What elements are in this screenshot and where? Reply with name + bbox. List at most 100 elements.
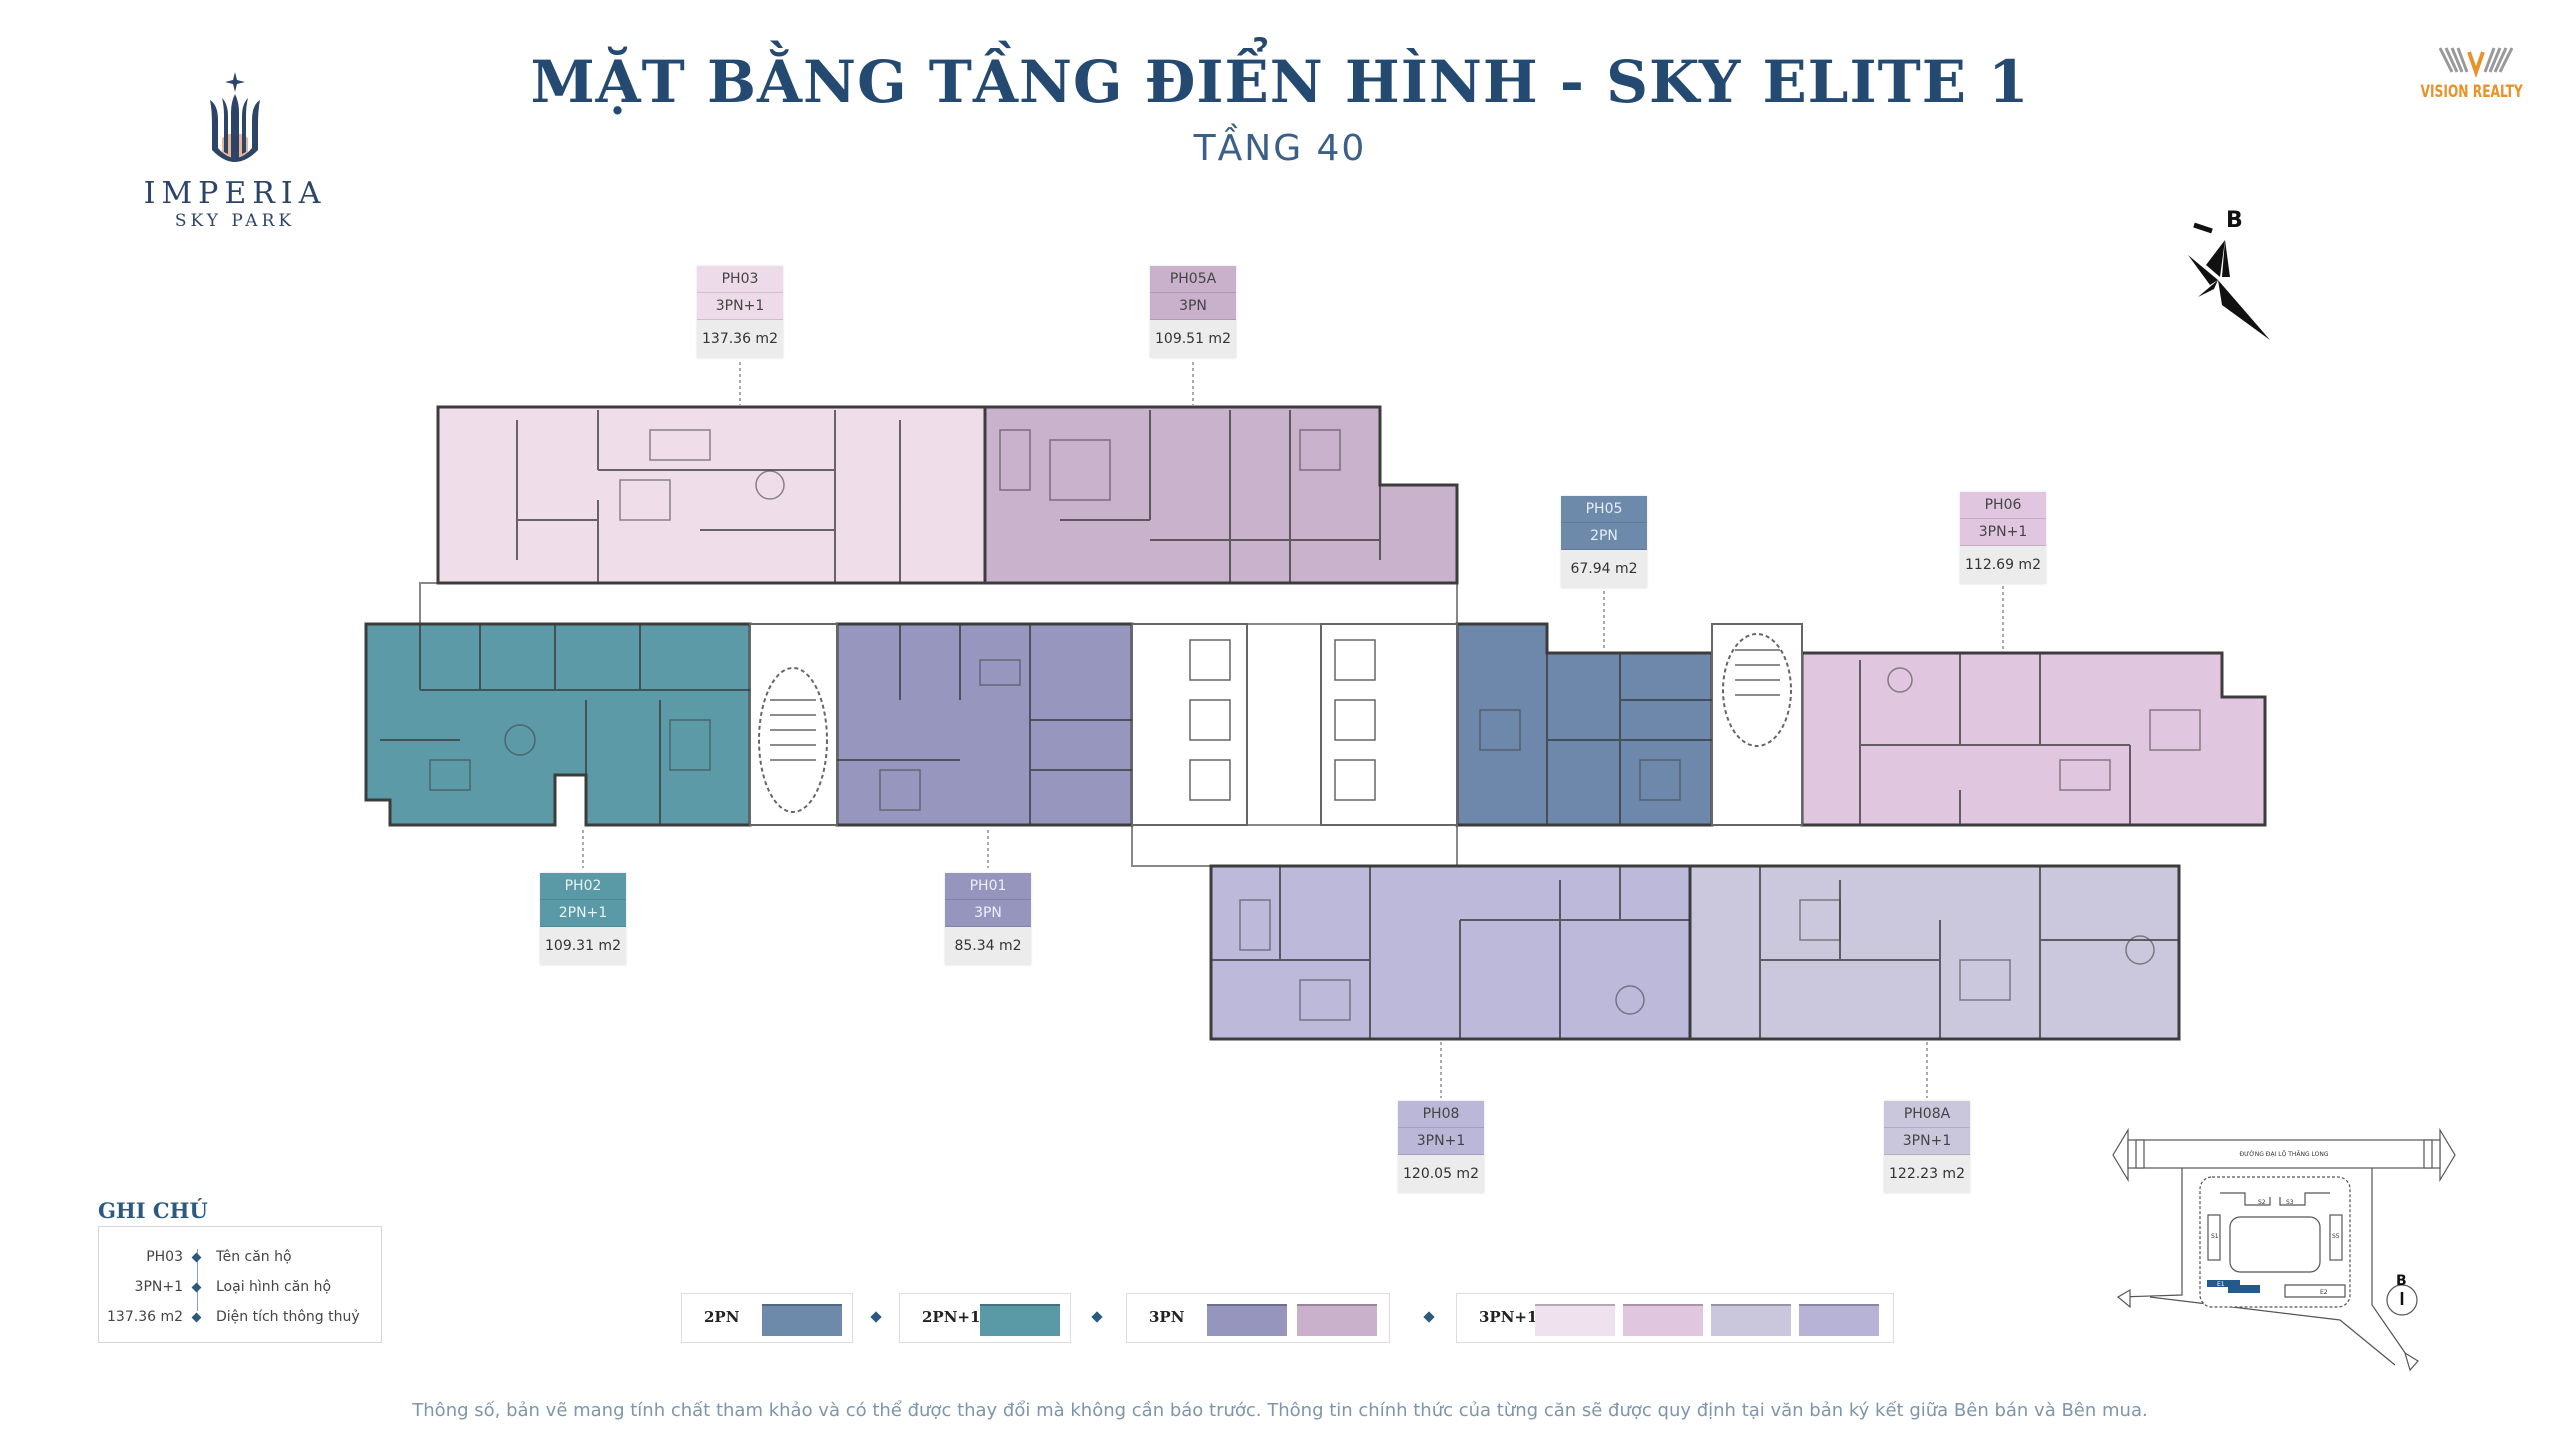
unit-type: 3PN+1 [1960, 519, 2046, 546]
unit-id: PH06 [1960, 492, 2046, 519]
legend-swatch [1297, 1304, 1377, 1336]
unit-label-ph08a[interactable]: PH08A 3PN+1 122.23 m2 [1884, 1101, 1970, 1193]
wings-icon [2438, 47, 2513, 79]
compass-icon: B [2188, 208, 2270, 340]
imperia-emblem-icon [210, 72, 260, 162]
building-label: E1 [2217, 1281, 2225, 1288]
unit-area: 112.69 m2 [1960, 546, 2046, 584]
legend-swatch [980, 1304, 1060, 1336]
building-e1-highlight [2207, 1280, 2260, 1293]
road-arrow-se-icon [2403, 1351, 2419, 1372]
road-arrow-left-icon [2112, 1127, 2129, 1183]
legend-2pn1: 2PN+1 [899, 1293, 1071, 1343]
legend-label: 3PN [1149, 1308, 1185, 1326]
unit-label-ph06[interactable]: PH06 3PN+1 112.69 m2 [1960, 492, 2046, 584]
legend-label: 2PN+1 [922, 1308, 981, 1326]
unit-ph08[interactable] [1209, 864, 1692, 1041]
unit-id: PH01 [945, 873, 1031, 900]
legend-3pn: 3PN [1126, 1293, 1390, 1343]
unit-area: 120.05 m2 [1398, 1155, 1484, 1193]
unit-type: 2PN+1 [540, 900, 626, 927]
unit-ph05a[interactable] [983, 405, 1459, 585]
unit-ph01[interactable] [835, 622, 1134, 827]
logo-sub: SKY PARK [174, 211, 296, 231]
interior-walls [380, 410, 2179, 1039]
notes-row: 3PN+1 Loại hình căn hộ [99, 1279, 381, 1299]
unit-label-ph05[interactable]: PH05 2PN 67.94 m2 [1561, 496, 1647, 588]
road-arrow-sw-icon [2116, 1288, 2131, 1309]
legend-swatch [1799, 1304, 1879, 1336]
minimap-north-label: B [2396, 1273, 2407, 1289]
unit-area: 109.51 m2 [1150, 320, 1236, 358]
unit-area: 122.23 m2 [1884, 1155, 1970, 1193]
lift-core-2 [1320, 623, 1458, 826]
unit-ph05[interactable] [1455, 622, 1714, 827]
unit-label-ph05a[interactable]: PH05A 3PN 109.51 m2 [1150, 266, 1236, 358]
notes-desc: Loại hình căn hộ [216, 1279, 332, 1295]
unit-type: 3PN [945, 900, 1031, 927]
notes-box: PH03 Tên căn hộ 3PN+1 Loại hình căn hộ 137… [98, 1226, 382, 1343]
unit-ph08a[interactable] [1688, 864, 2181, 1041]
building-label: S2 [2258, 1199, 2266, 1206]
legend-swatch [1711, 1304, 1791, 1336]
logo-name: IMPERIA [143, 176, 327, 211]
disclaimer-footer: Thông số, bản vẽ mang tính chất tham khả… [412, 1400, 2148, 1421]
imperia-logo: IMPERIA SKY PARK [140, 70, 330, 231]
notes-row: 137.36 m2 Diện tích thông thuỷ [99, 1309, 381, 1329]
diamond-icon [191, 1252, 202, 1263]
legend-swatch [1207, 1304, 1287, 1336]
corridor-north [419, 582, 1458, 625]
unit-label-ph08[interactable]: PH08 3PN+1 120.05 m2 [1398, 1101, 1484, 1193]
road-thang-long [2127, 1139, 2441, 1169]
legend-3pn1: 3PN+1 [1456, 1293, 1894, 1343]
legend-label: 3PN+1 [1479, 1308, 1538, 1326]
legend-label: 2PN [704, 1308, 740, 1326]
unit-ph02[interactable] [364, 622, 752, 827]
unit-ph06[interactable] [1800, 651, 2267, 827]
unit-area: 67.94 m2 [1561, 550, 1647, 588]
legend-swatch [1623, 1304, 1703, 1336]
unit-id: PH08A [1884, 1101, 1970, 1128]
notes-key: 3PN+1 [134, 1279, 183, 1295]
unit-type: 3PN+1 [1884, 1128, 1970, 1155]
agency-name: VISION REALTY [2420, 82, 2523, 102]
notes-row: PH03 Tên căn hộ [99, 1249, 381, 1269]
corridor-south [1131, 824, 1458, 867]
floor-subtitle: TẦNG 40 [1193, 128, 1367, 169]
notes-desc: Diện tích thông thuỷ [216, 1309, 360, 1325]
unit-label-ph03[interactable]: PH03 3PN+1 137.36 m2 [697, 266, 783, 358]
building-label: S3 [2286, 1199, 2294, 1206]
unit-type: 2PN [1561, 523, 1647, 550]
legend-2pn: 2PN [681, 1293, 853, 1343]
unit-id: PH03 [697, 266, 783, 293]
notes-key: 137.36 m2 [107, 1309, 183, 1325]
notes-title: GHI CHÚ [98, 1198, 208, 1223]
unit-label-ph02[interactable]: PH02 2PN+1 109.31 m2 [540, 873, 626, 965]
diamond-icon [191, 1282, 202, 1293]
unit-label-ph01[interactable]: PH01 3PN 85.34 m2 [945, 873, 1031, 965]
diamond-icon [191, 1312, 202, 1323]
notes-desc: Tên căn hộ [216, 1249, 292, 1265]
road-name: ĐƯỜNG ĐẠI LỘ THĂNG LONG [2239, 1151, 2328, 1158]
notes-connector [197, 1249, 198, 1311]
unit-id: PH08 [1398, 1101, 1484, 1128]
notes-key: PH03 [146, 1249, 183, 1265]
vision-realty-logo: VISION REALTY [2418, 44, 2533, 102]
legend-swatch [1535, 1304, 1615, 1336]
unit-type: 3PN+1 [1398, 1128, 1484, 1155]
unit-area: 85.34 m2 [945, 927, 1031, 965]
unit-area: 137.36 m2 [697, 320, 783, 358]
unit-id: PH02 [540, 873, 626, 900]
unit-area: 109.31 m2 [540, 927, 626, 965]
site-minimap: ĐƯỜNG ĐẠI LỘ THĂNG LONG S2 S3 S1 S5 E1 E… [2112, 1127, 2456, 1372]
legend-swatch [762, 1304, 842, 1336]
unit-ph03[interactable] [436, 405, 987, 585]
compass-north-label: B [2226, 208, 2243, 233]
unit-type: 3PN [1150, 293, 1236, 320]
unit-type: 3PN+1 [697, 293, 783, 320]
building-label: S1 [2211, 1233, 2219, 1240]
building-label: S5 [2332, 1233, 2340, 1240]
unit-id: PH05A [1150, 266, 1236, 293]
page-title: MẶT BẰNG TẦNG ĐIỂN HÌNH - SKY ELITE 1 [530, 48, 2030, 116]
